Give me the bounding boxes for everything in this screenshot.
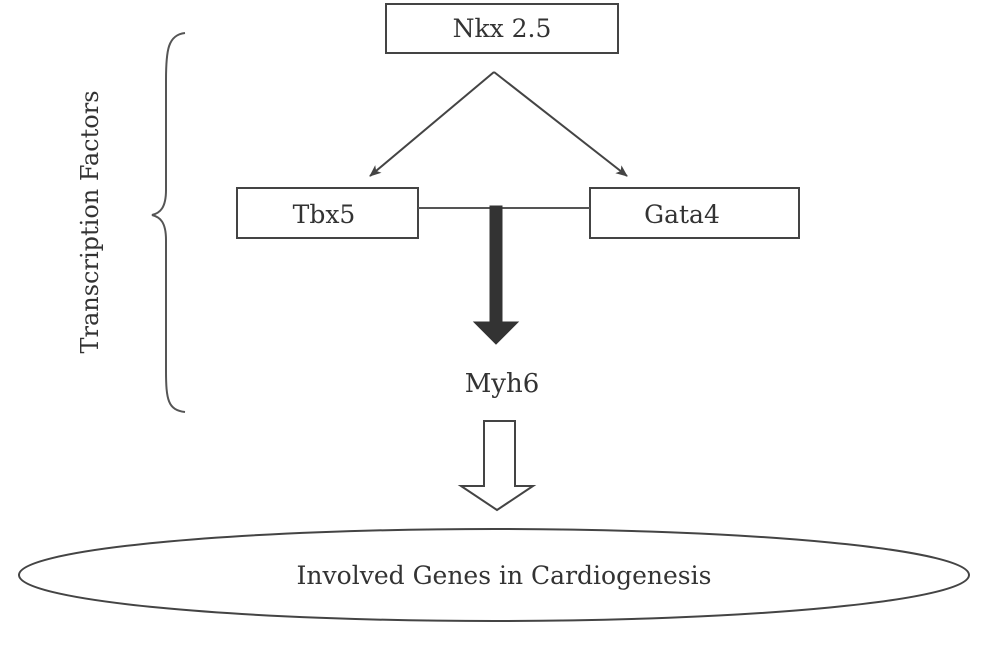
outcome-ellipse bbox=[18, 528, 970, 622]
gata4-label: Gata4 bbox=[644, 200, 720, 229]
tbx5-label: Tbx5 bbox=[293, 200, 356, 229]
arrow-nkx-to-gata4 bbox=[493, 71, 628, 177]
arrow-nkx-to-tbx5 bbox=[369, 71, 495, 177]
myh6-label: Myh6 bbox=[465, 369, 540, 399]
transcription-factors-label: Transcription Factors bbox=[76, 90, 104, 353]
hollow-arrow-to-outcome bbox=[457, 420, 537, 512]
nkx-label: Nkx 2.5 bbox=[453, 14, 552, 43]
bold-arrow-to-myh6 bbox=[472, 205, 520, 345]
gata4-box bbox=[589, 187, 800, 239]
transcription-factors-brace bbox=[151, 32, 186, 413]
nkx-box bbox=[385, 3, 619, 54]
tbx5-box bbox=[236, 187, 419, 239]
outcome-label: Involved Genes in Cardiogenesis bbox=[297, 561, 712, 590]
